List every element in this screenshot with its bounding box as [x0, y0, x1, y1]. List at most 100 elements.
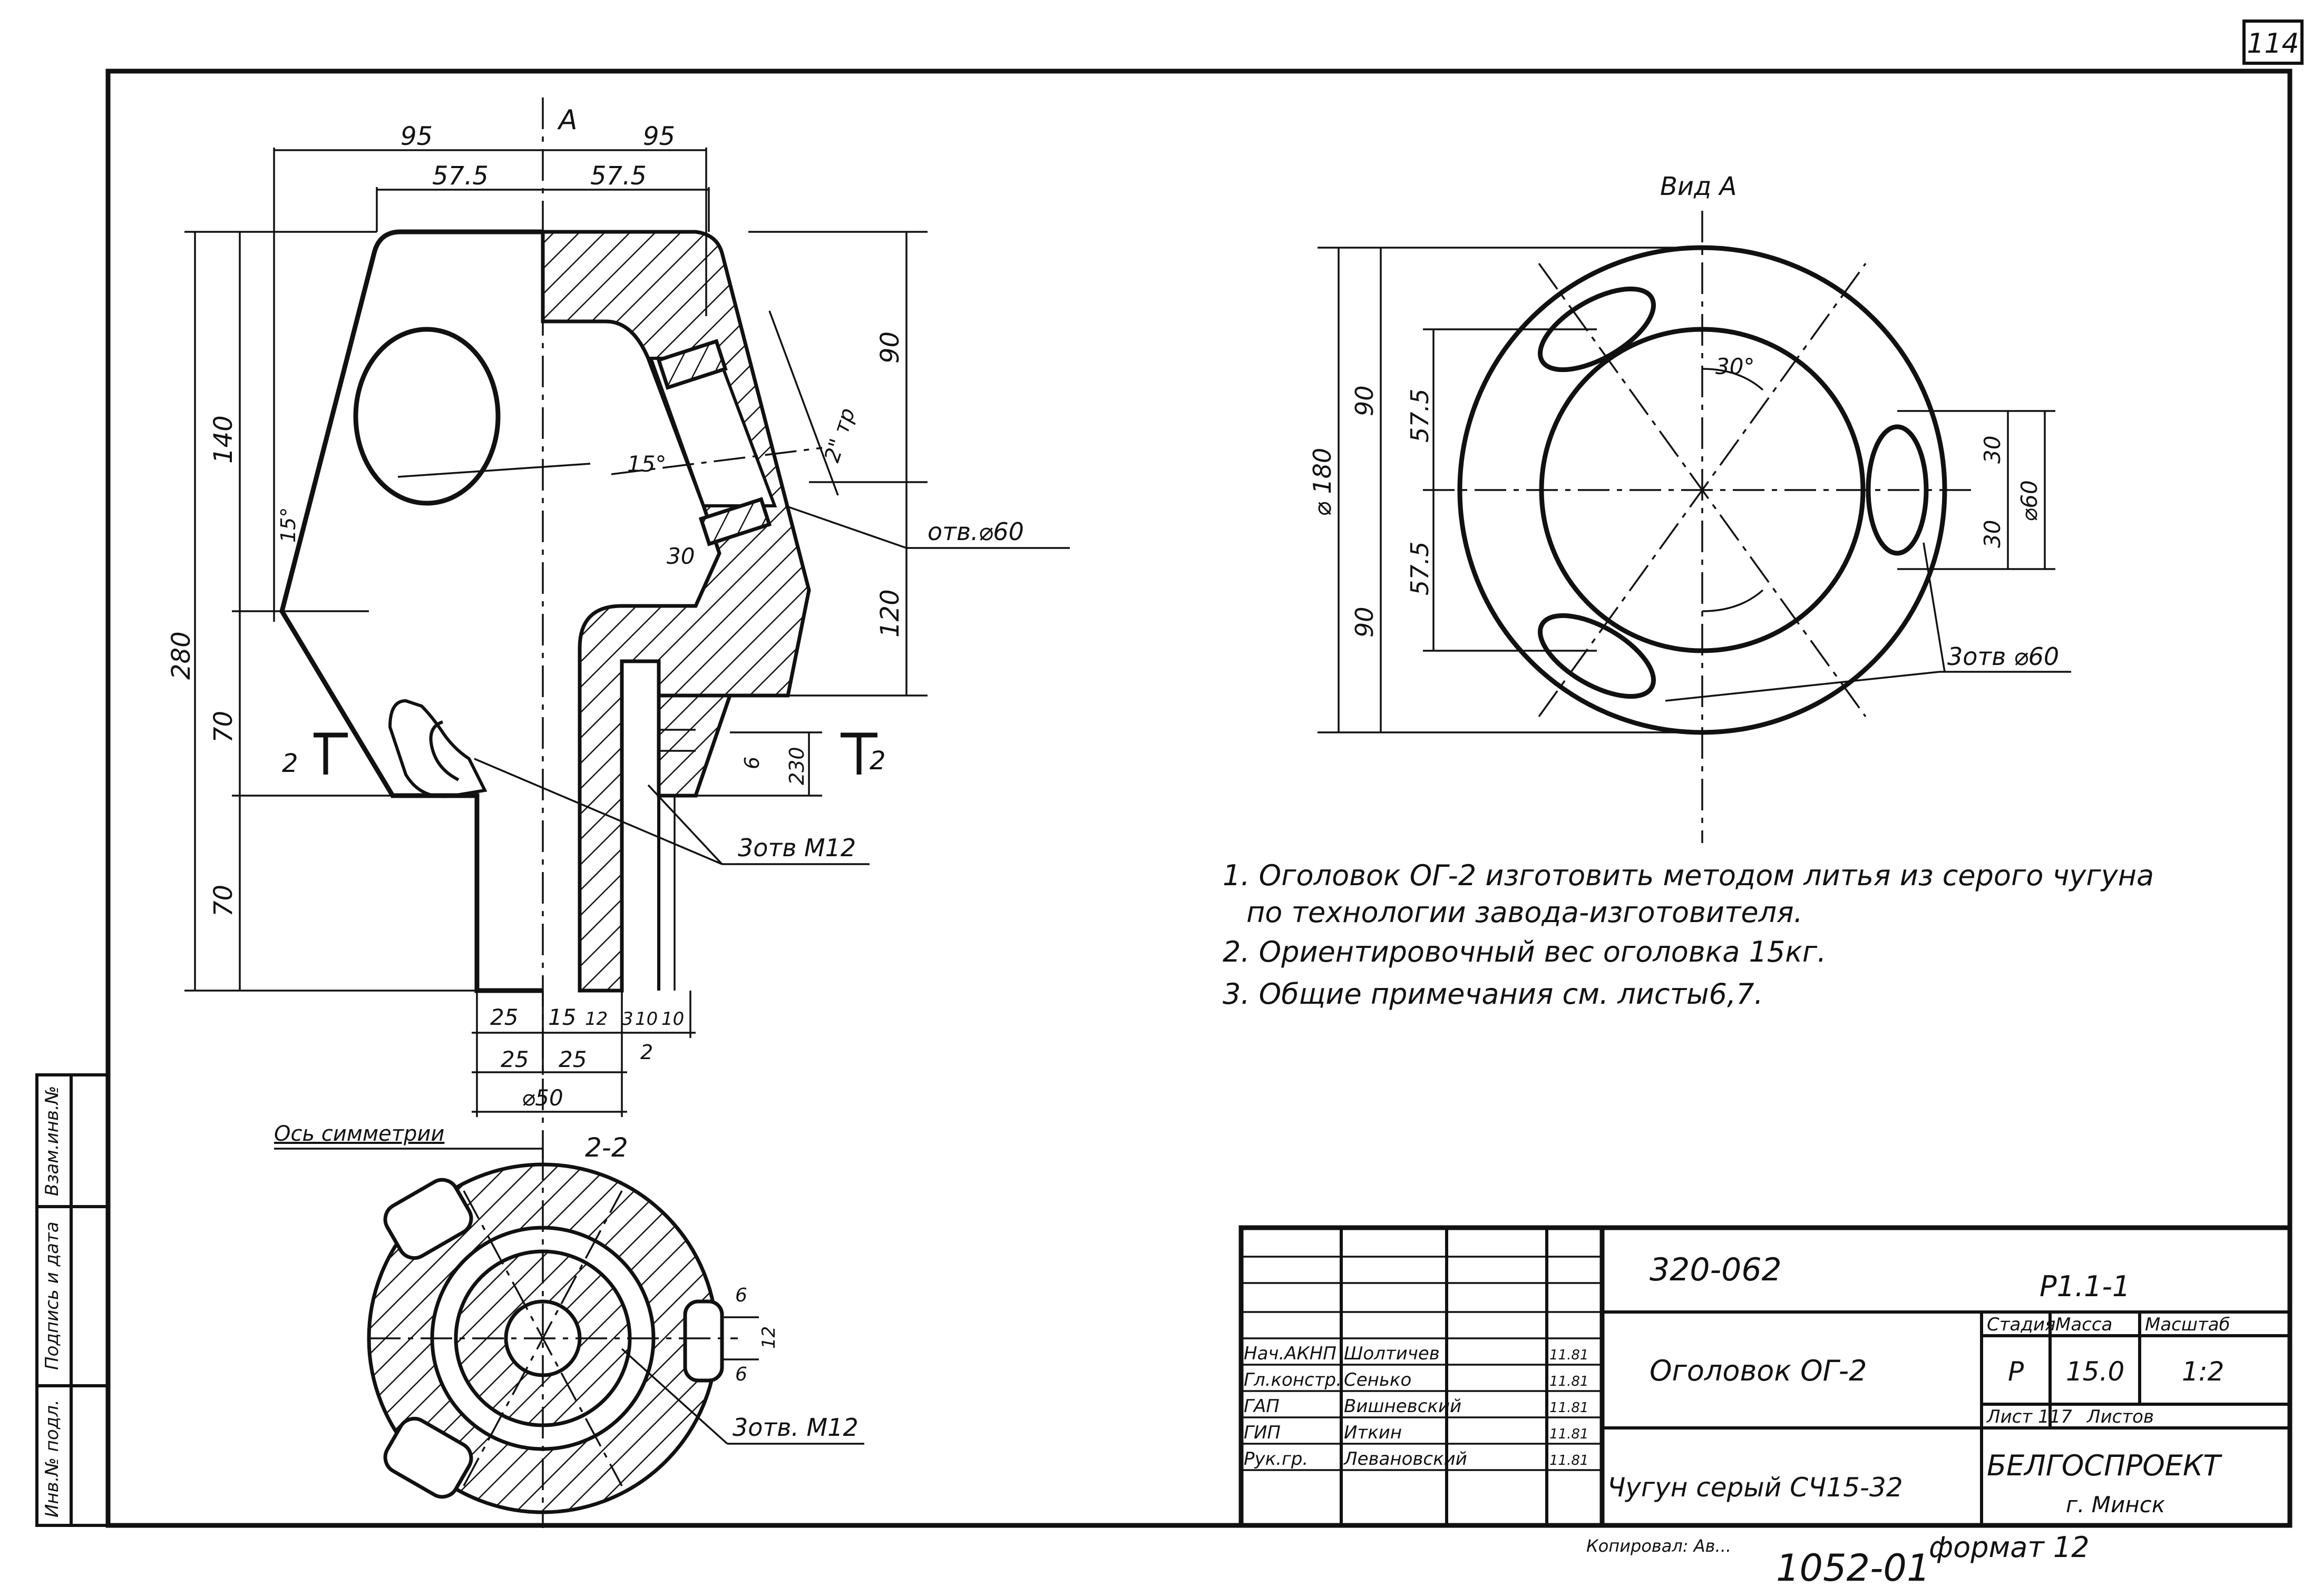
view-a-slot-bottom: [1538, 613, 1656, 699]
name-4: Левановский: [1343, 1448, 1467, 1470]
project-code: 320-062: [1650, 1251, 1782, 1288]
role-1: Гл.констр.: [1244, 1369, 1342, 1391]
role-0: Нач.АКНП: [1244, 1343, 1336, 1364]
mass-header: Масса: [2055, 1314, 2112, 1335]
dim-230: 230: [785, 747, 808, 785]
dim-top-right-575: 57.5: [590, 161, 647, 191]
sheets-label: Листов: [2086, 1406, 2154, 1427]
holes-m12-front: 3отв М12: [738, 834, 856, 862]
stage-value: Р: [2008, 1356, 2024, 1387]
dim-bottom-25c: 25: [559, 1046, 587, 1072]
dim-top-left-95: 95: [401, 122, 433, 151]
side-stamp-sign: Подпись и дата: [42, 1221, 63, 1370]
s22-dim-6b: 6: [735, 1364, 747, 1385]
date-2: 11.81: [1549, 1400, 1588, 1416]
note-1-cont: по технологии завода-изготовителя.: [1246, 896, 1803, 929]
section-marker-right: 2: [870, 746, 886, 776]
note-1: 1. Оголовок ОГ-2 изготовить методом лить…: [1223, 859, 2154, 892]
name-0: Шолтичев: [1344, 1343, 1440, 1364]
role-4: Рук.гр.: [1244, 1448, 1308, 1470]
angle-15-left: 15°: [277, 507, 300, 543]
footer-code: 1052-01: [1776, 1546, 1930, 1590]
section-marker-left: 2: [282, 749, 298, 778]
view-a-label: Вид А: [1660, 172, 1736, 201]
drawing-frame: [105, 68, 2292, 1528]
dim-bottom-d50: ⌀50: [522, 1085, 563, 1111]
name-2: Вишневский: [1344, 1396, 1461, 1417]
copied-by: Копировал: Ав...: [1586, 1536, 1731, 1556]
dim-bottom-12: 12: [585, 1008, 608, 1030]
angle-15-mid: 15°: [627, 451, 666, 477]
name-3: Иткин: [1344, 1422, 1402, 1443]
s22-dim-12: 12: [758, 1326, 779, 1349]
date-4: 11.81: [1549, 1453, 1588, 1468]
scale-header: Масштаб: [2145, 1314, 2230, 1335]
date-1: 11.81: [1549, 1374, 1588, 1389]
holes-m12-section: 3отв. М12: [733, 1413, 858, 1442]
date-3: 11.81: [1549, 1426, 1588, 1442]
front-view: A 15° 95 95 57.5: [167, 97, 1070, 1159]
wing-slot-left: [388, 699, 487, 798]
role-3: ГИП: [1244, 1422, 1281, 1443]
dim-bottom-3: 3: [622, 1008, 633, 1030]
hole-callout: отв.⌀60: [928, 517, 1024, 546]
view-a-90-top: 90: [1350, 385, 1379, 416]
body-outline-left: [279, 229, 543, 993]
thread-dim: 2" тр: [820, 405, 860, 465]
dim-bottom-2: 2: [640, 1041, 653, 1064]
org-city: г. Минск: [2066, 1492, 2165, 1517]
view-a-slot-right: [1866, 424, 1929, 556]
symmetry-axis-label: Ось симметрии: [274, 1122, 444, 1146]
section-2-2-label: 2-2: [585, 1132, 628, 1163]
dim-top-right-95: 95: [643, 122, 675, 151]
scale-value: 1:2: [2182, 1356, 2224, 1387]
view-a-575-bottom: 57.5: [1406, 542, 1434, 595]
section-a-label: A: [557, 104, 578, 136]
side-stamp-replace: Взам.инв.№: [42, 1086, 63, 1196]
dim-bottom-10a: 10: [635, 1008, 658, 1030]
dim-left-70-lower: 70: [209, 885, 238, 917]
material: Чугун серый СЧ15-32: [1607, 1472, 1903, 1503]
side-hole-oval: [353, 327, 501, 506]
side-stamp: Инв.№ подл. Подпись и дата Взам.инв.№: [35, 1073, 110, 1527]
page-number-box: 114: [2242, 19, 2304, 65]
dim-bottom-10b: 10: [661, 1008, 684, 1030]
dim-bottom-25b: 25: [501, 1046, 529, 1072]
date-0: 11.81: [1549, 1347, 1588, 1363]
dim-bottom-25a: 25: [490, 1004, 518, 1030]
page-number: 114: [2247, 28, 2299, 60]
s22-dim-6a: 6: [735, 1285, 747, 1306]
sheet-code: Р1.1-1: [2040, 1270, 2130, 1303]
dim-top-left-575: 57.5: [432, 161, 489, 191]
dim-right-90: 90: [875, 331, 905, 364]
section-hatch-upper: [541, 230, 811, 993]
dim-6-front: 6: [740, 757, 764, 769]
name-1: Сенько: [1344, 1369, 1411, 1391]
view-a-30-top: 30: [1979, 436, 2005, 464]
notes: 1. Оголовок ОГ-2 изготовить методом лить…: [1223, 859, 2154, 1011]
dim-left-140: 140: [209, 415, 238, 464]
mass-value: 15.0: [2066, 1356, 2124, 1387]
note-3: 3. Общие примечания см. листы6,7.: [1223, 977, 1763, 1011]
dim-left-70-upper: 70: [209, 711, 238, 743]
footer: Копировал: Ав... 1052-01 формат 12: [1586, 1531, 2090, 1590]
format-label: формат 12: [1929, 1531, 2090, 1564]
dim-30: 30: [667, 543, 695, 569]
dim-right-120: 120: [875, 589, 905, 638]
title-block: Нач.АКНП Шолтичев 11.81 Гл.констр. Сеньк…: [1238, 1225, 2292, 1528]
dim-left-280: 280: [167, 631, 196, 680]
drawing-title: Оголовок ОГ-2: [1650, 1354, 1867, 1387]
dim-bottom-15: 15: [548, 1004, 576, 1030]
view-a: Вид А 30° ⌀ 180 90 57.5 57.5 90 30 30: [1308, 172, 2071, 843]
side-stamp-inv: Инв.№ подл.: [42, 1399, 63, 1517]
stage-header: Стадия: [1987, 1314, 2055, 1335]
view-a-30-bottom: 30: [1979, 520, 2005, 548]
note-2: 2. Ориентировочный вес оголовка 15кг.: [1223, 935, 1826, 968]
org-name: БЕЛГОСПРОЕКТ: [1987, 1449, 2222, 1482]
view-a-d180: ⌀ 180: [1308, 448, 1336, 516]
section-2-2: 2-2 Ось симметрии 6 12 6 3отв. М12: [274, 1122, 864, 1528]
view-a-angle-top: 30°: [1715, 354, 1754, 379]
role-2: ГАП: [1244, 1396, 1280, 1417]
